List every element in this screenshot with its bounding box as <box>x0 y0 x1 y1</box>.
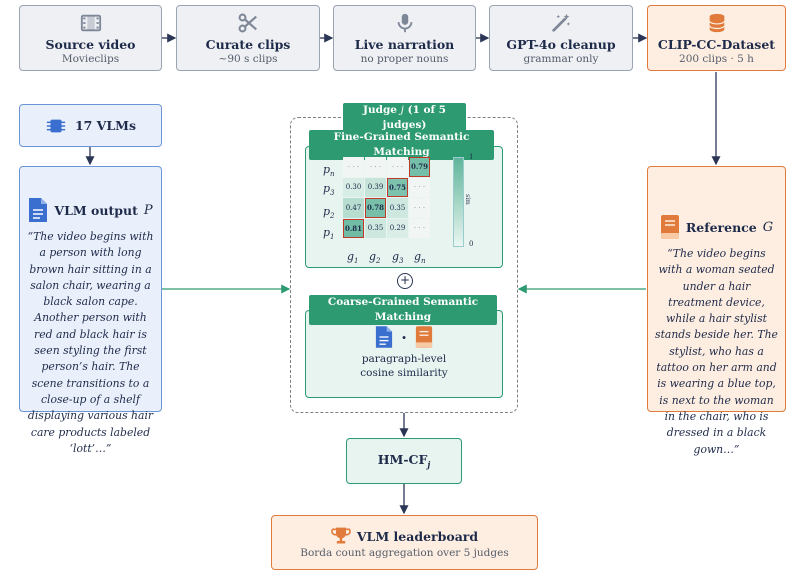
curate-clips-subtitle: ~90 s clips <box>218 52 278 65</box>
matrix-cell: 0.79 <box>409 157 430 177</box>
matrix-cell: 0.29 <box>387 218 408 238</box>
matrix-cell: · · · <box>409 198 430 218</box>
scissors-icon <box>238 13 257 32</box>
row-label-p1: p1 <box>323 226 335 242</box>
matrix-cell: · · · <box>343 157 364 177</box>
matrix-cell: 0.75 <box>387 177 408 197</box>
judge-label-var: j <box>400 104 404 116</box>
dot-product-symbol: · <box>401 327 407 347</box>
colorbar-max: 1 <box>469 153 474 161</box>
clip-cc-dataset-subtitle: 200 clips · 5 h <box>679 52 754 65</box>
reference-quote: “The video begins with a woman seated un… <box>655 247 778 456</box>
coarse-grained-label: Coarse-Grained Semantic Matching <box>309 295 497 325</box>
vlms-box: 17 VLMs <box>19 104 162 147</box>
vlms-label: 17 VLMs <box>74 118 137 133</box>
source-video-title: Source video <box>45 36 136 52</box>
judge-label-prefix: Judge <box>363 104 397 116</box>
clip-cc-dataset-title: CLIP-CC-Dataset <box>657 36 776 52</box>
reference-var: G <box>762 219 774 235</box>
live-narration-box: Live narration no proper nouns <box>333 5 476 71</box>
magic-wand-icon <box>552 13 571 32</box>
leaderboard-subtitle: Borda count aggregation over 5 judges <box>300 547 509 559</box>
col-label-g3: g3 <box>392 250 404 266</box>
row-label-p2: p2 <box>323 205 335 221</box>
reference-box: Reference G “The video begins with a wom… <box>647 166 786 456</box>
microphone-icon <box>397 13 412 32</box>
judge-label-suffix: (1 of 5 judges) <box>382 104 446 131</box>
live-narration-subtitle: no proper nouns <box>360 52 449 65</box>
coarse-text-1: paragraph-level <box>361 353 447 365</box>
reference-title: Reference <box>685 219 757 235</box>
vlm-output-box: VLM output P “The video begins with a pe… <box>19 166 162 455</box>
document-icon <box>376 326 393 348</box>
matrix-cell: 0.30 <box>343 177 364 197</box>
chip-icon <box>46 119 66 132</box>
source-video-box: Source video Movieclips <box>19 5 162 71</box>
gpt4o-cleanup-box: GPT-4o cleanup grammar only <box>489 5 633 71</box>
matrix-cell: · · · <box>387 157 408 177</box>
live-narration-title: Live narration <box>354 36 455 52</box>
judge-label: Judge j (1 of 5 judges) <box>343 103 466 133</box>
hmcf-label: HM-CFj <box>377 452 431 470</box>
coarse-text-2: cosine similarity <box>360 367 448 379</box>
document-icon <box>29 198 48 222</box>
col-label-gn: gn <box>414 250 426 266</box>
matrix-cell: 0.35 <box>365 218 386 238</box>
col-label-g2: g2 <box>369 250 381 266</box>
vlm-output-var: P <box>143 202 153 218</box>
film-icon <box>80 14 101 31</box>
trophy-icon <box>331 527 351 544</box>
matrix-cell: 0.35 <box>387 198 408 218</box>
vlm-output-quote: “The video begins with a person with lon… <box>27 230 154 455</box>
vlm-output-title: VLM output <box>54 202 138 218</box>
book-icon <box>415 326 432 348</box>
book-icon <box>660 215 679 239</box>
matrix-cell: · · · <box>409 218 430 238</box>
clip-cc-dataset-box: CLIP-CC-Dataset 200 clips · 5 h <box>647 5 786 71</box>
colorbar-label: sim <box>463 194 471 205</box>
database-icon <box>708 13 725 32</box>
row-label-pn: pn <box>323 163 335 179</box>
plus-symbol: + <box>397 273 413 289</box>
source-video-subtitle: Movieclips <box>61 52 120 65</box>
matrix-cell: 0.81 <box>343 218 364 238</box>
row-label-p3: p3 <box>323 182 335 198</box>
leaderboard-title: VLM leaderboard <box>356 528 479 544</box>
gpt4o-cleanup-subtitle: grammar only <box>523 52 599 65</box>
leaderboard-box: VLM leaderboard Borda count aggregation … <box>271 515 538 570</box>
fine-grained-label: Fine-Grained Semantic Matching <box>309 130 494 160</box>
matrix-cell: 0.78 <box>365 198 386 218</box>
matrix-cell: 0.39 <box>365 177 386 197</box>
curate-clips-box: Curate clips ~90 s clips <box>176 5 320 71</box>
col-label-g1: g1 <box>347 250 359 266</box>
colorbar <box>453 157 464 247</box>
matrix-cell: 0.47 <box>343 198 364 218</box>
matrix-cell: · · · <box>409 177 430 197</box>
colorbar-min: 0 <box>469 240 474 248</box>
matrix-cell: · · · <box>365 157 386 177</box>
gpt4o-cleanup-title: GPT-4o cleanup <box>506 36 616 52</box>
curate-clips-title: Curate clips <box>205 36 291 52</box>
hmcf-box: HM-CFj <box>346 438 462 484</box>
